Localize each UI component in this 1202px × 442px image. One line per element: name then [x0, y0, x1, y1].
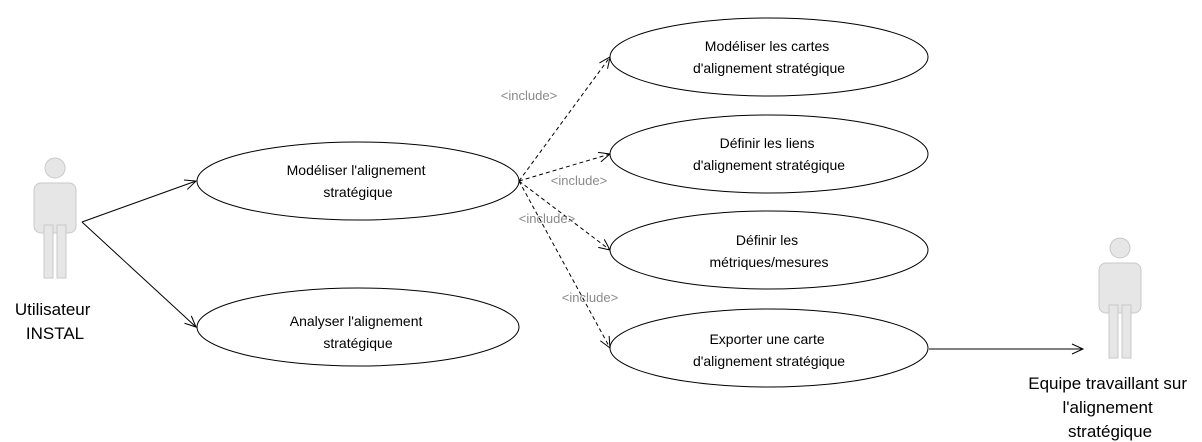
- use-case-label-line: Modéliser l'alignement: [287, 162, 426, 178]
- use-case-export-label: Exporter une carte d'alignement stratégi…: [693, 331, 845, 369]
- actor-team-label-line: stratégique: [1068, 422, 1152, 441]
- actor-user-label-line: INSTAL: [26, 324, 84, 343]
- use-case-maps-label: Modéliser les cartes d'alignement straté…: [693, 38, 845, 76]
- actor-user-label: Utilisateur INSTAL: [15, 300, 95, 343]
- use-case-model-label: Modéliser l'alignement stratégique: [287, 162, 430, 200]
- use-case-metrics-label: Définir les métriques/mesures: [709, 232, 828, 270]
- include-arrow-metrics: [518, 180, 611, 251]
- actor-team-label: Equipe travaillant sur l'alignement stra…: [1028, 374, 1192, 441]
- use-case-maps: [609, 17, 929, 97]
- include-label-export: <include>: [562, 290, 618, 305]
- use-case-links-label: Définir les liens d'alignement stratégiq…: [693, 135, 845, 173]
- use-case-label-line: Analyser l'alignement: [290, 313, 423, 329]
- actor-team-figure: [1098, 237, 1142, 359]
- use-case-label-line: Exporter une carte: [709, 331, 824, 347]
- use-case-export: [609, 308, 929, 388]
- actor-user-figure: [33, 157, 77, 279]
- use-case-label-line: stratégique: [323, 184, 392, 200]
- include-label-links: <include>: [551, 173, 607, 188]
- include-arrow-maps: [518, 56, 611, 182]
- use-case-label-line: Définir les: [736, 232, 798, 248]
- include-arrow-export: [518, 180, 611, 350]
- association-user-analyze: [81, 221, 197, 328]
- use-case-analyze-label: Analyser l'alignement stratégique: [290, 313, 427, 351]
- include-label-metrics: <include>: [519, 211, 575, 226]
- use-case-analyze: [196, 287, 520, 367]
- use-case-label-line: d'alignement stratégique: [693, 60, 845, 76]
- use-case-label-line: d'alignement stratégique: [693, 353, 845, 369]
- association-user-model: [81, 179, 198, 223]
- include-label-maps: <include>: [501, 88, 557, 103]
- use-case-metrics: [609, 210, 929, 290]
- use-case-label-line: métriques/mesures: [709, 254, 828, 270]
- use-case-label-line: d'alignement stratégique: [693, 157, 845, 173]
- actor-team-label-line: l'alignement: [1063, 398, 1153, 417]
- use-case-label-line: Modéliser les cartes: [705, 38, 830, 54]
- include-arrow-links: [518, 151, 612, 182]
- actor-team-label-line: Equipe travaillant sur: [1028, 374, 1187, 393]
- use-case-label-line: Définir les liens: [720, 135, 815, 151]
- use-case-label-line: stratégique: [323, 335, 392, 351]
- use-case-links: [609, 114, 929, 194]
- actor-user-label-line: Utilisateur: [15, 300, 91, 319]
- use-case-model: [196, 141, 520, 221]
